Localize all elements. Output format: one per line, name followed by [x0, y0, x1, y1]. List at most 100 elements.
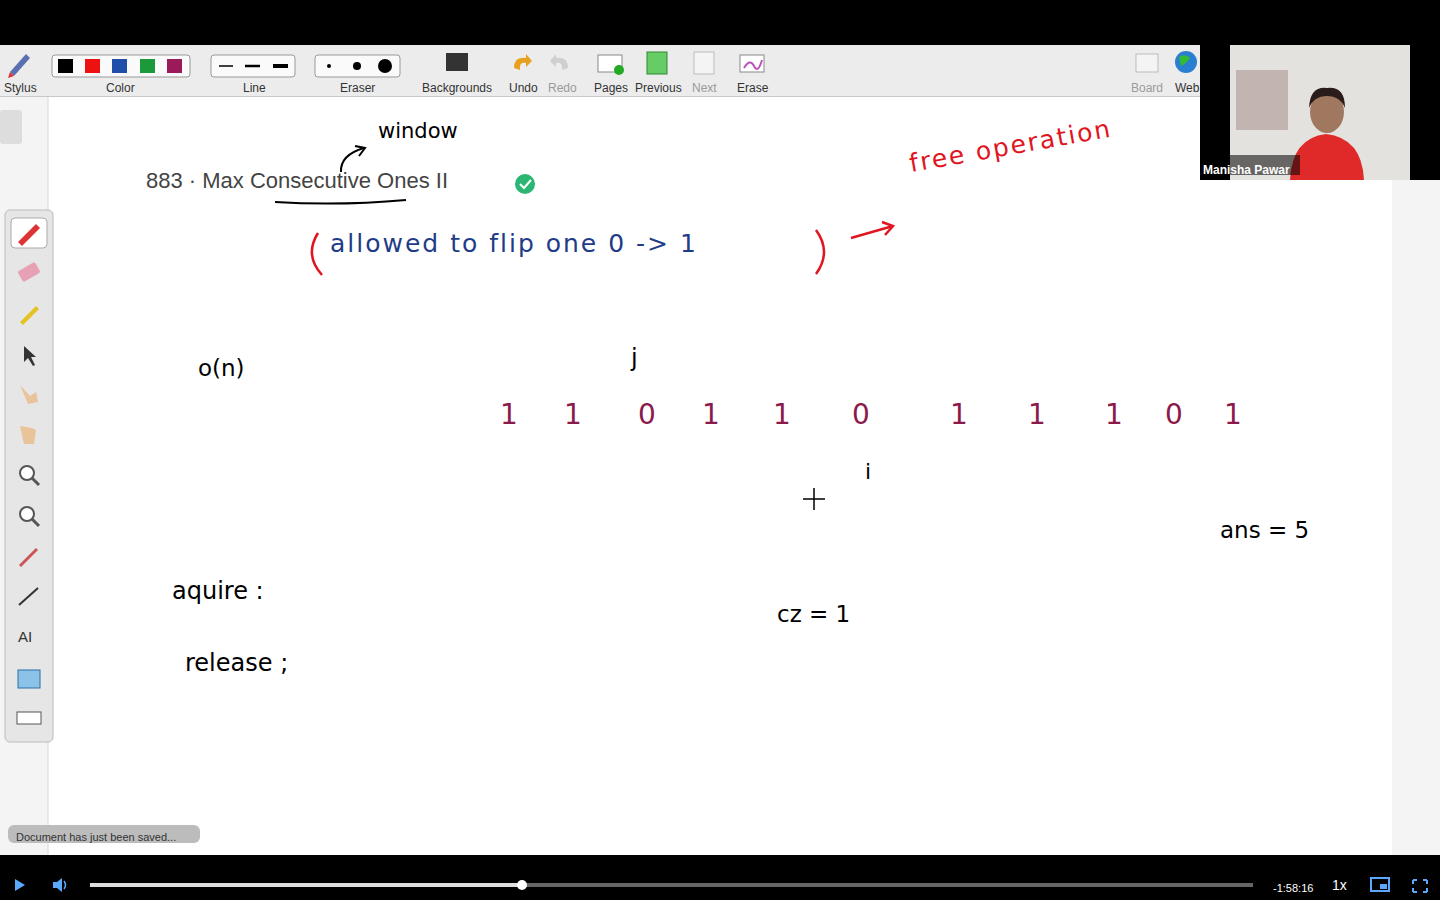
- underline-stroke: [275, 200, 406, 204]
- board-margin: [1392, 180, 1440, 855]
- eraser-size: [378, 59, 392, 73]
- toolbar-label: Redo: [548, 82, 577, 95]
- label-holder: Previous: [635, 78, 682, 96]
- erase-icon: [740, 55, 764, 72]
- top-bar: [0, 0, 1440, 45]
- undo-icon: [514, 54, 532, 70]
- label-holder: 1: [1028, 400, 1046, 431]
- label-holder: 1: [773, 400, 791, 431]
- label-holder: Redo: [548, 78, 577, 96]
- toolbar-label: Eraser: [340, 82, 375, 95]
- pages-plus: [614, 65, 624, 75]
- progress-played: [90, 883, 522, 887]
- color-swatch: [112, 59, 127, 73]
- eraser-box: [315, 55, 400, 77]
- label-holder: Eraser: [340, 78, 375, 96]
- dropper-tool: [20, 549, 37, 566]
- handwritten-note: AI: [18, 629, 32, 646]
- select-tool: [24, 346, 36, 366]
- label-holder: window: [378, 120, 458, 143]
- label-holder: o(n): [198, 356, 245, 381]
- eraser-size: [353, 62, 361, 70]
- label-holder: 0: [638, 400, 656, 431]
- color-box: [52, 55, 190, 77]
- toolbar-label: Next: [692, 82, 717, 95]
- toolbar-label: Backgrounds: [422, 82, 492, 95]
- handwritten-note: aquire :: [172, 578, 264, 604]
- label-holder: 1: [950, 400, 968, 431]
- previous-icon: [647, 52, 667, 74]
- label-holder: 1: [1224, 400, 1242, 431]
- toolbar: [0, 45, 1200, 97]
- label-holder: allowed to flip one 0 -> 1: [330, 230, 698, 258]
- handwritten-note: -1:58:16: [1273, 882, 1313, 894]
- handwritten-note: release ;: [185, 650, 288, 676]
- color-swatch: [167, 59, 182, 73]
- label-holder: i: [865, 460, 871, 484]
- line-tool: [19, 588, 38, 605]
- toolbar-label: Line: [243, 82, 266, 95]
- handwritten-note: ans = 5: [1220, 518, 1309, 543]
- toolbar-label: Undo: [509, 82, 538, 95]
- array-digit: 1: [1224, 400, 1242, 431]
- array-digit: 1: [564, 400, 582, 431]
- pip-button: [1371, 878, 1389, 891]
- webcam-frame: [1200, 45, 1440, 180]
- label-holder: free operation: [907, 115, 1114, 178]
- zoom-handle: [32, 519, 39, 526]
- cursor-cross: [803, 488, 825, 510]
- close-paren: [816, 230, 824, 274]
- play-button: [15, 879, 25, 891]
- label-holder: Next: [692, 78, 717, 96]
- keyboard-tool: [17, 712, 41, 724]
- zoom-out-tool: [20, 507, 34, 521]
- label-holder: ans = 5: [1220, 518, 1309, 543]
- handwritten-note: cz = 1: [777, 602, 850, 627]
- array-digit: 1: [500, 400, 518, 431]
- eraser-size: [327, 64, 331, 68]
- label-holder: 0: [852, 400, 870, 431]
- board-icon: [1136, 54, 1158, 72]
- handwritten-note: j: [631, 345, 638, 371]
- pip-inner: [1380, 884, 1387, 889]
- label-holder: cz = 1: [777, 602, 850, 627]
- next-icon: [694, 52, 714, 74]
- label-holder: aquire :: [172, 578, 264, 604]
- array-digit: 0: [638, 400, 656, 431]
- title-text: 883 · Max Consecutive Ones II: [146, 169, 448, 193]
- stylus-tip: [8, 72, 14, 78]
- toolbar-border: [0, 96, 1200, 97]
- array-digit: 1: [1105, 400, 1123, 431]
- label-holder: Board: [1131, 78, 1163, 96]
- toolbar-label: Erase: [737, 82, 768, 95]
- toolbar-label: Previous: [635, 82, 682, 95]
- side-tab: [0, 110, 22, 144]
- handwritten-note: window: [378, 120, 458, 143]
- toolbar-label: Color: [106, 82, 135, 95]
- color-swatch: [140, 59, 155, 73]
- webcam-person-body: [1290, 134, 1364, 180]
- webcam-blur: [1236, 70, 1288, 130]
- color-swatch: [85, 59, 100, 73]
- zoom-handle: [32, 478, 39, 485]
- line-width: [219, 65, 233, 67]
- label-holder: 1: [564, 400, 582, 431]
- fullscreen-button: [1413, 880, 1427, 892]
- line-box: [211, 55, 295, 77]
- solved-check: [520, 180, 531, 188]
- volume-wave: [64, 881, 66, 889]
- toolbar-label: Board: [1131, 82, 1163, 95]
- label-holder: 0: [1165, 400, 1183, 431]
- label-holder: j: [631, 345, 638, 371]
- eraser-tool: [17, 262, 40, 282]
- label-holder: Color: [106, 78, 135, 96]
- label-holder: 1x: [1332, 876, 1347, 894]
- label-holder: Document has just been saved...: [16, 827, 176, 845]
- redo-icon: [550, 54, 568, 70]
- handwritten-note: Document has just been saved...: [16, 831, 176, 843]
- label-holder: -1:58:16: [1273, 878, 1313, 896]
- handwritten-note: o(n): [198, 356, 245, 381]
- handwritten-note: Manisha Pawar: [1203, 164, 1290, 177]
- free-arrowhead: [882, 222, 893, 235]
- solved-badge: [515, 174, 535, 194]
